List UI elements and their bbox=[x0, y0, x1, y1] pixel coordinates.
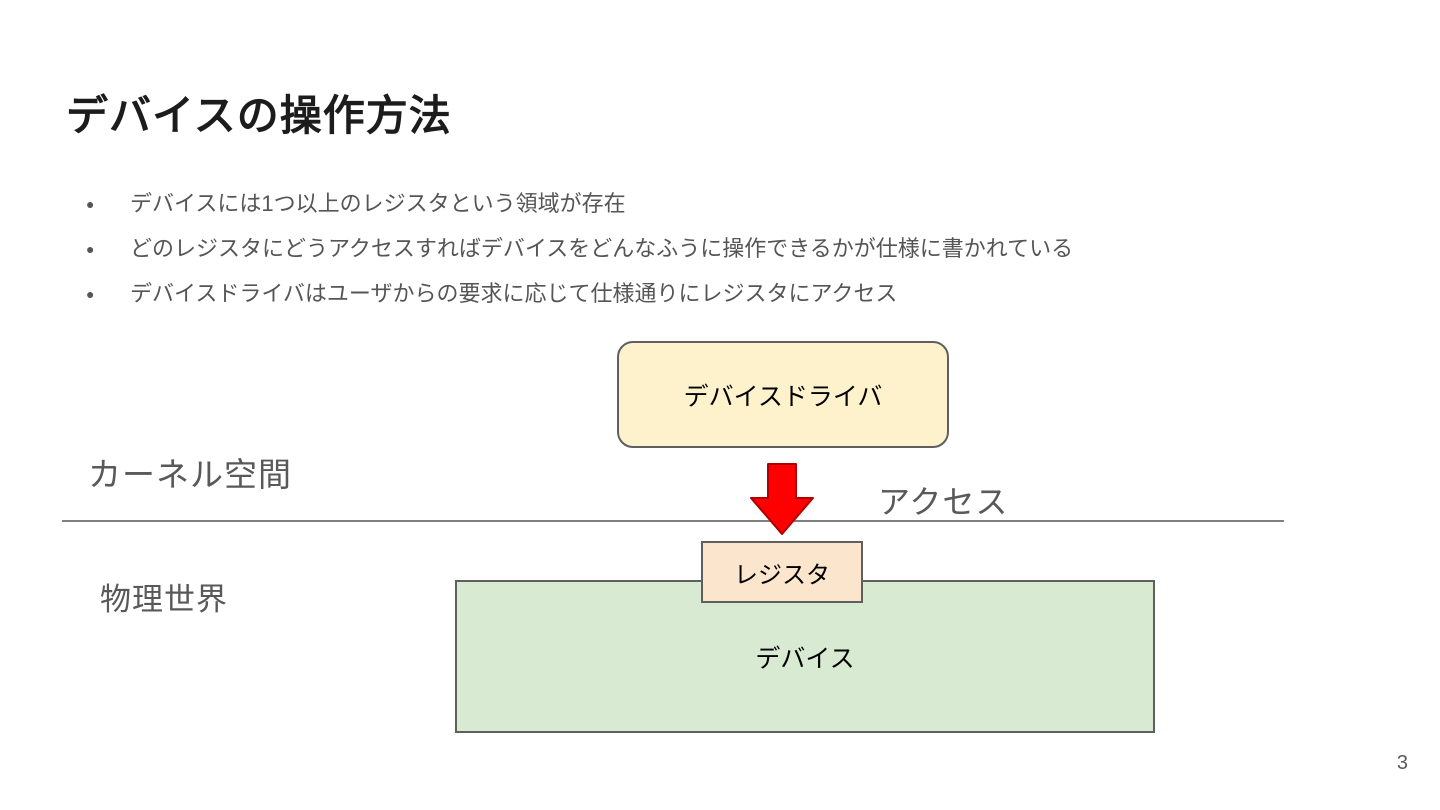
physical-world-label: 物理世界 bbox=[100, 582, 228, 617]
list-item: ● デバイスドライバはユーザからの要求に応じて仕様通りにレジスタにアクセス bbox=[86, 278, 1346, 323]
slide-title: デバイスの操作方法 bbox=[66, 92, 452, 139]
down-arrow-icon bbox=[750, 463, 814, 535]
list-item: ● デバイスには1つ以上のレジスタという領域が存在 bbox=[86, 188, 1346, 233]
bullet-text: デバイスには1つ以上のレジスタという領域が存在 bbox=[130, 191, 626, 216]
bullet-text: デバイスドライバはユーザからの要求に応じて仕様通りにレジスタにアクセス bbox=[130, 281, 898, 306]
device-box: デバイス bbox=[455, 580, 1155, 733]
kernel-space-label: カーネル空間 bbox=[88, 456, 292, 493]
kernel-physical-divider-line bbox=[62, 520, 1284, 522]
register-box: レジスタ bbox=[701, 541, 863, 603]
bullet-list: ● デバイスには1つ以上のレジスタという領域が存在 ● どのレジスタにどうアクセ… bbox=[86, 188, 1346, 323]
bullet-icon: ● bbox=[86, 196, 95, 212]
list-item: ● どのレジスタにどうアクセスすればデバイスをどんなふうに操作できるかが仕様に書… bbox=[86, 233, 1346, 278]
access-label: アクセス bbox=[878, 484, 1009, 520]
register-label: レジスタ bbox=[734, 561, 830, 589]
device-driver-label: デバイスドライバ bbox=[683, 382, 883, 411]
bullet-text: どのレジスタにどうアクセスすればデバイスをどんなふうに操作できるかが仕様に書かれ… bbox=[130, 236, 1074, 261]
page-number: 3 bbox=[1396, 752, 1408, 774]
bullet-icon: ● bbox=[86, 286, 95, 302]
bullet-icon: ● bbox=[86, 241, 95, 257]
device-label: デバイス bbox=[755, 644, 855, 673]
device-driver-box: デバイスドライバ bbox=[617, 341, 949, 448]
